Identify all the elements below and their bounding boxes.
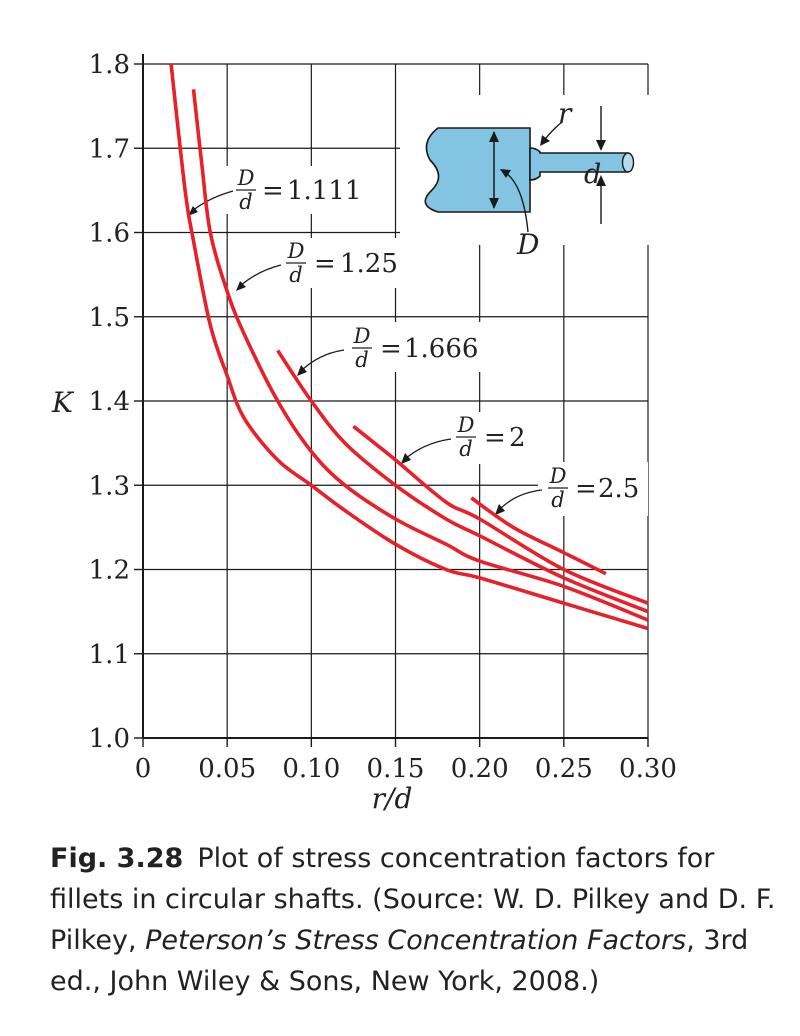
x-tick-label: 0.10 — [282, 754, 340, 784]
curve-1-25 — [191, 89, 649, 622]
small-diameter-label: d — [584, 159, 601, 190]
curve-label-numerator: D — [549, 464, 567, 488]
shaft-fillet-diagram: D d r — [400, 95, 660, 261]
svg-text:=: = — [575, 474, 597, 504]
y-tick-label: 1.4 — [89, 387, 130, 417]
y-tick-label: 1.1 — [89, 640, 130, 670]
x-axis-ticks: 0 0.05 0.10 0.15 0.20 0.25 0.30 — [135, 738, 677, 784]
y-tick-label: 1.5 — [89, 303, 130, 333]
x-tick-label: 0.05 — [198, 754, 256, 784]
curve-label-denominator: d — [551, 488, 564, 512]
curve-label-numerator: D — [237, 166, 255, 190]
x-tick-label: 0 — [135, 754, 152, 784]
y-axis-ticks: 1.0 1.1 1.2 1.3 1.4 1.5 1.6 1.7 1.8 — [89, 50, 143, 754]
x-axis-label: r/d — [372, 782, 413, 815]
x-tick-label: 0.15 — [367, 754, 425, 784]
curve-label-denominator: d — [459, 437, 472, 461]
curve-label-value: 2.5 — [598, 474, 639, 504]
chart-axes — [142, 54, 648, 739]
stress-concentration-chart: 1.0 1.1 1.2 1.3 1.4 1.5 1.6 1.7 1.8 0 0.05 0.10 0.1… — [51, 50, 677, 815]
curve-label-value: 1.111 — [287, 176, 361, 206]
x-tick-label: 0.20 — [451, 754, 509, 784]
curve-1-111 — [169, 63, 649, 631]
curve-label-denominator: d — [239, 190, 252, 214]
data-curves — [169, 63, 649, 631]
large-diameter-label: D — [516, 228, 539, 261]
shaft-end-face — [621, 152, 635, 173]
caption-text-end: , 3rd ed., John Wiley & Sons, New York, … — [50, 925, 749, 997]
curve-label-1-666: D d = 1.666 — [297, 322, 488, 376]
x-tick-label: 0.30 — [619, 754, 677, 784]
y-tick-label: 1.2 — [89, 556, 130, 586]
svg-text:=: = — [380, 334, 402, 364]
curve-label-denominator: d — [289, 263, 302, 287]
svg-text:=: = — [484, 423, 506, 453]
y-tick-label: 1.7 — [89, 134, 130, 164]
curve-2 — [352, 424, 649, 605]
figure-number: Fig. 3.28 — [50, 843, 184, 874]
y-axis-label: K — [51, 386, 75, 419]
curve-label-value: 1.666 — [404, 334, 478, 364]
fillet-radius-label: r — [558, 97, 573, 130]
y-tick-label: 1.8 — [89, 50, 130, 80]
large-shaft-section — [424, 127, 531, 213]
caption-book-title: Peterson’s Stress Concentration Factors — [145, 925, 687, 956]
curve-label-numerator: D — [287, 239, 305, 263]
svg-text:=: = — [314, 249, 336, 279]
curve-label-2-5: D d = 2.5 — [495, 462, 648, 516]
x-tick-label: 0.25 — [535, 754, 593, 784]
y-tick-label: 1.3 — [89, 471, 130, 501]
curve-label-1-25: D d = 1.25 — [236, 238, 408, 291]
caption-text: Plot of stress concentration factors for… — [50, 843, 776, 956]
curve-label-numerator: D — [457, 413, 475, 437]
curve-1-666 — [276, 349, 649, 614]
curve-label-numerator: D — [353, 324, 371, 348]
curve-label-denominator: d — [355, 348, 368, 372]
y-tick-label: 1.0 — [89, 724, 130, 754]
curve-label-1-111: D d = 1.111 — [188, 166, 374, 216]
curve-label-value: 1.25 — [340, 249, 398, 279]
curve-label-2: D d = 2 — [401, 412, 532, 464]
curve-label-value: 2 — [509, 423, 526, 453]
curve-2-5 — [470, 496, 607, 576]
svg-text:=: = — [262, 176, 284, 206]
y-tick-label: 1.6 — [89, 219, 130, 249]
